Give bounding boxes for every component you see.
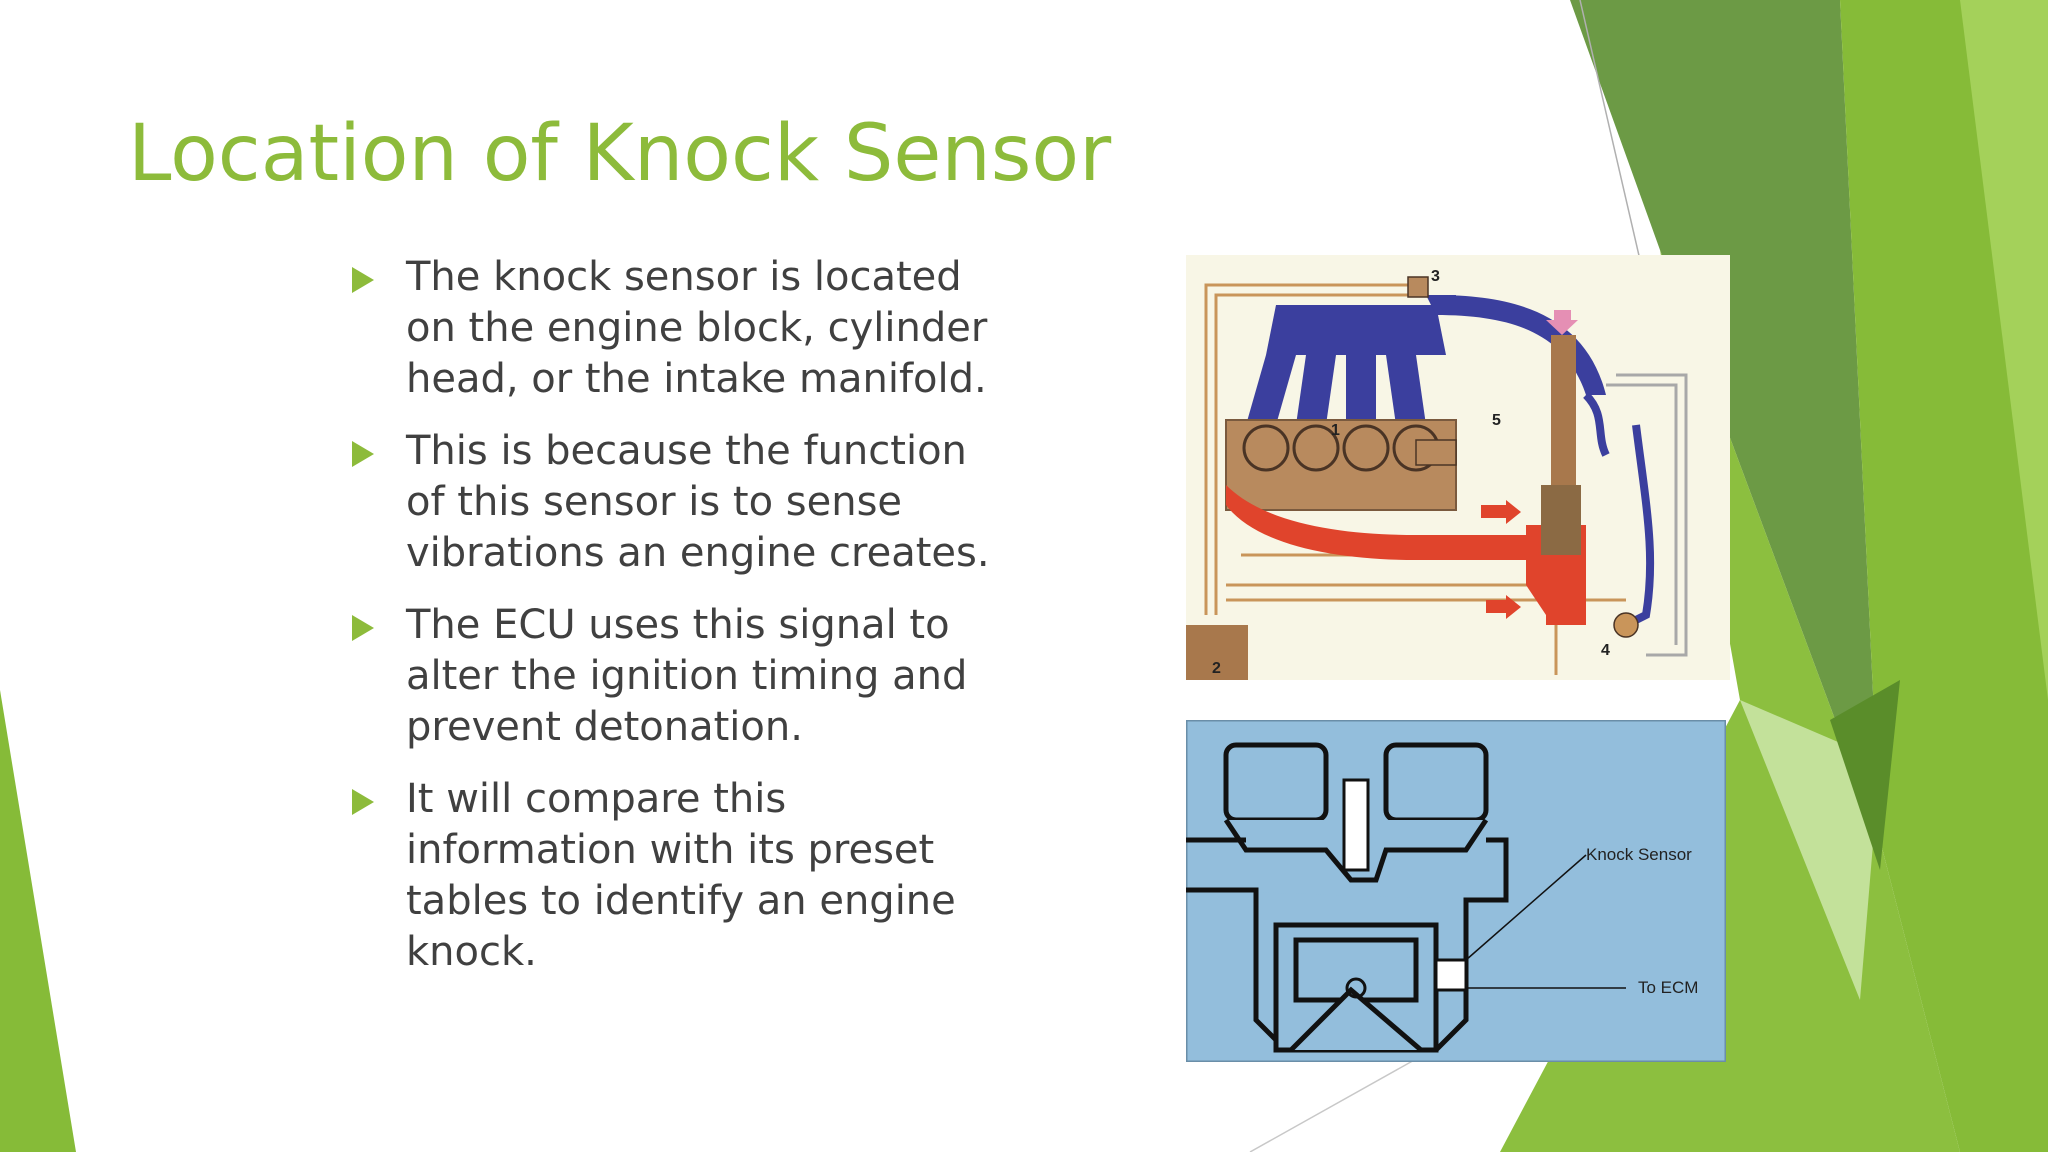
bg-green-band-right-mid (1840, 0, 2048, 1152)
engine-diagram-illustration: 1 2 3 4 5 (1186, 268, 1688, 680)
bullet-item: It will compare this information with it… (350, 774, 1010, 978)
bg-thin-line-1 (1579, 0, 1641, 261)
engine-label-2: 2 (1212, 660, 1221, 677)
knock-sensor-label: Knock Sensor (1586, 845, 1692, 864)
bullet-item: The knock sensor is located on the engin… (350, 252, 1010, 405)
knock-sensor-illustration: Knock Sensor To ECM (1186, 720, 1726, 1062)
engine-label-5: 5 (1492, 412, 1501, 429)
bullet-text: It will compare this information with it… (406, 776, 956, 975)
engine-label-4: 4 (1601, 642, 1610, 659)
bg-green-band-deep (1830, 680, 1900, 870)
triangle-bullet-icon (352, 267, 374, 293)
to-ecm-label: To ECM (1638, 978, 1698, 997)
knock-sensor-diagram-image: Knock Sensor To ECM (1186, 720, 1726, 1062)
bg-green-band-pale (1740, 700, 1880, 1000)
triangle-bullet-icon (352, 789, 374, 815)
bullet-list: The knock sensor is located on the engin… (350, 252, 1010, 999)
triangle-bullet-icon (352, 615, 374, 641)
bullet-item: This is because the function of this sen… (350, 426, 1010, 579)
engine-label-1: 1 (1331, 422, 1340, 439)
bullet-text: The ECU uses this signal to alter the ig… (406, 602, 968, 750)
bg-green-band-left (0, 690, 76, 1152)
engine-label-3: 3 (1431, 268, 1440, 285)
bullet-item: The ECU uses this signal to alter the ig… (350, 600, 1010, 753)
bullet-text: This is because the function of this sen… (406, 428, 990, 576)
slide-title: Location of Knock Sensor (128, 109, 1112, 199)
engine-diagram-image: 1 2 3 4 5 (1186, 255, 1730, 680)
bg-green-band-right-light (1960, 0, 2048, 700)
triangle-bullet-icon (352, 441, 374, 467)
bullet-text: The knock sensor is located on the engin… (406, 254, 988, 402)
